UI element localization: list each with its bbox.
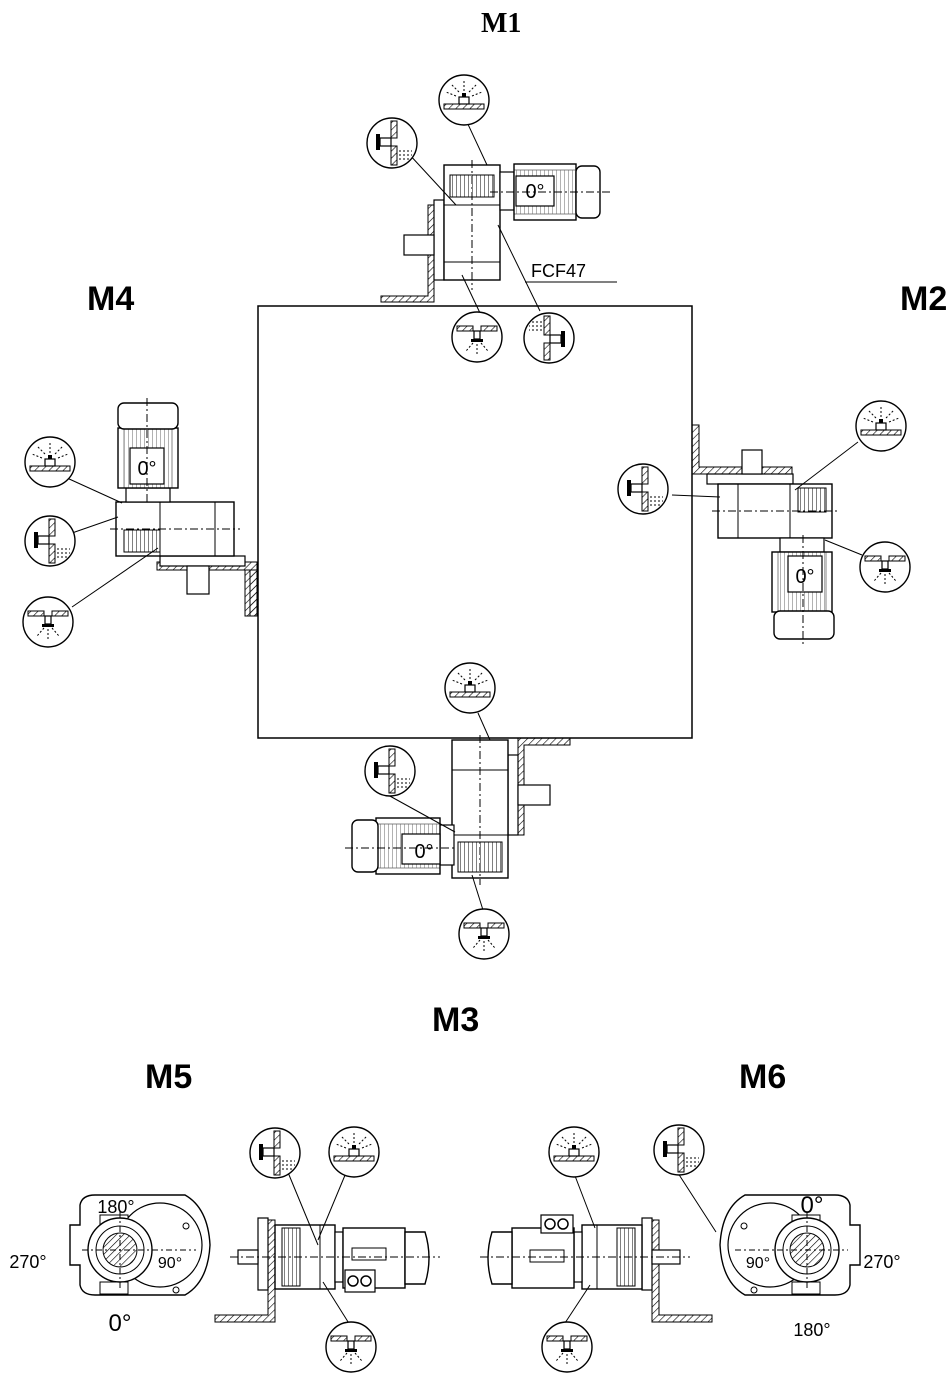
angle-label-m6-bottom: 180° xyxy=(793,1320,830,1340)
gear-motor-m3: 0° xyxy=(345,662,571,960)
oil-level-plug-icon xyxy=(24,515,76,567)
machine-frame xyxy=(257,305,693,739)
angle-label-m6-top: 0° xyxy=(801,1192,824,1219)
position-label-m5: M5 xyxy=(145,1058,193,1096)
oil-drain-plug-icon xyxy=(458,908,510,960)
terminal-box-angle-m3: 0° xyxy=(414,841,433,863)
angle-label-m6-right: 270° xyxy=(863,1252,900,1272)
position-label-m6: M6 xyxy=(739,1058,787,1096)
breather-plug-icon xyxy=(24,436,76,488)
gear-motor-m5 xyxy=(214,1126,440,1373)
oil-level-plug-icon xyxy=(249,1127,301,1179)
breather-plug-icon xyxy=(438,74,490,126)
breather-plug-icon xyxy=(548,1126,600,1178)
model-label: FCF47 xyxy=(531,261,586,281)
gear-motor-m1: 0° FCF47 xyxy=(366,74,617,364)
angle-label-m6-center: 90° xyxy=(746,1255,770,1272)
gear-motor-m4: 0° xyxy=(22,398,258,648)
gear-motor-m2: 0° xyxy=(617,400,911,645)
oil-drain-plug-icon xyxy=(325,1321,377,1373)
oil-drain-plug-icon xyxy=(859,541,911,593)
oil-level-plug-icon xyxy=(523,312,575,364)
position-label-m2: M2 xyxy=(900,280,947,318)
angle-label-m5-center: 90° xyxy=(158,1255,182,1272)
position-label-m1: M1 xyxy=(481,8,522,39)
end-view-m6: 0° 270° 90° 180° xyxy=(719,1192,901,1340)
oil-level-plug-icon xyxy=(366,117,418,169)
position-label-m3: M3 xyxy=(432,1001,480,1039)
gear-motor-m6 xyxy=(480,1124,717,1373)
oil-drain-plug-icon xyxy=(22,596,74,648)
terminal-box-angle-m2: 0° xyxy=(795,566,814,588)
position-label-m4: M4 xyxy=(87,280,135,318)
angle-label-m5-top: 180° xyxy=(97,1197,134,1217)
angle-label-m5-left: 270° xyxy=(9,1252,46,1272)
oil-level-plug-icon xyxy=(364,745,416,797)
breather-plug-icon xyxy=(855,400,907,452)
breather-plug-icon xyxy=(444,662,496,714)
oil-level-plug-icon xyxy=(653,1124,705,1176)
angle-label-m5-bottom: 0° xyxy=(109,1310,132,1337)
oil-level-plug-icon xyxy=(617,463,669,515)
oil-drain-plug-icon xyxy=(451,311,503,363)
breather-plug-icon xyxy=(328,1126,380,1178)
end-view-m5: 180° 270° 90° 0° xyxy=(9,1194,211,1337)
oil-drain-plug-icon xyxy=(541,1321,593,1373)
